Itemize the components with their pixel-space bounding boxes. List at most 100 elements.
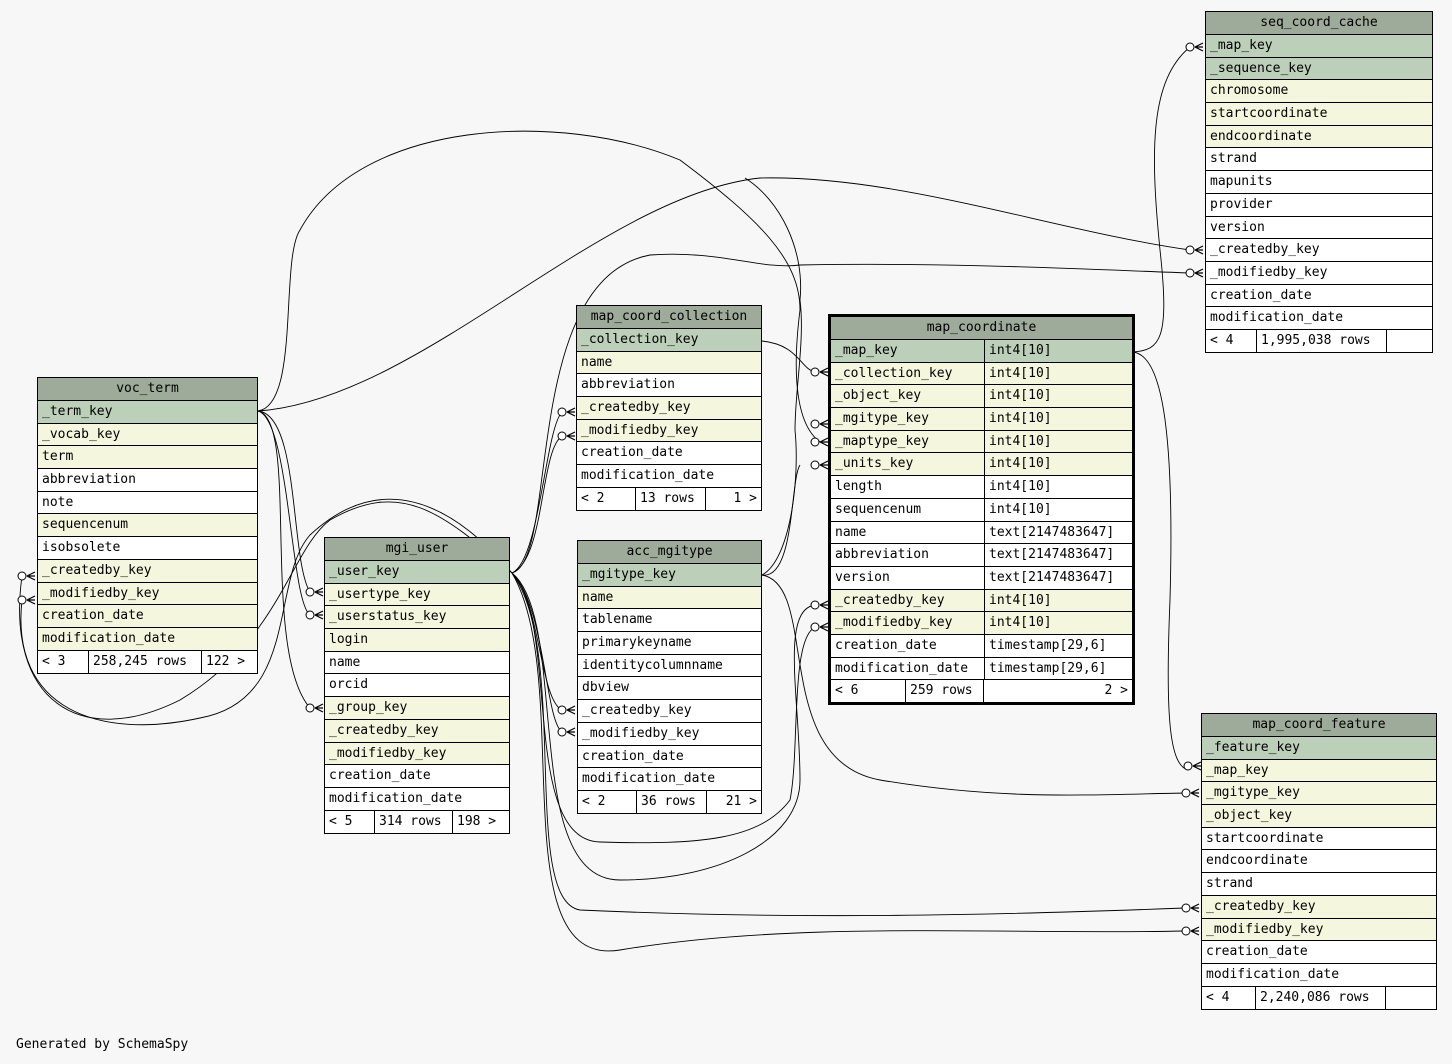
column-row[interactable]: isobsolete <box>38 537 257 560</box>
table-header[interactable]: map_coord_feature <box>1202 714 1436 737</box>
column-row[interactable]: name <box>577 351 761 375</box>
column-row[interactable]: _modifiedby_key <box>38 582 257 606</box>
parent-count[interactable]: < 6 <box>835 683 859 699</box>
column-row[interactable]: identitycolumnname <box>578 654 761 678</box>
table-header[interactable]: seq_coord_cache <box>1206 12 1432 35</box>
column-row[interactable]: _modifiedby_key <box>325 742 509 766</box>
child-count[interactable]: 122 > <box>201 650 257 673</box>
column-row[interactable]: strand <box>1206 148 1432 172</box>
table-header[interactable]: acc_mgitype <box>578 541 761 564</box>
column-row[interactable]: creation_date <box>38 605 257 628</box>
column-row[interactable]: modification_date <box>578 768 761 791</box>
table-map_coord_feature[interactable]: map_coord_feature _feature_key_map_key_m… <box>1201 713 1437 1010</box>
column-row[interactable]: version <box>1206 216 1432 240</box>
parent-count[interactable]: < 4 <box>1210 332 1234 348</box>
column-row[interactable]: login <box>325 629 509 652</box>
column-row[interactable]: modification_date <box>38 627 257 651</box>
column-row[interactable]: tablename <box>578 609 761 633</box>
column-row[interactable]: abbreviation <box>577 374 761 398</box>
column-row[interactable]: orcid <box>325 674 509 698</box>
column-row[interactable]: sequencenum <box>38 514 257 538</box>
column-row[interactable]: provider <box>1206 193 1432 217</box>
column-row[interactable]: primarykeyname <box>578 632 761 655</box>
column-row[interactable]: modification_date <box>1206 307 1432 330</box>
table-mgi_user[interactable]: mgi_user _user_key_usertype_key_userstat… <box>324 537 510 834</box>
column-row[interactable]: endcoordinate <box>1206 125 1432 149</box>
column-row[interactable]: creation_date <box>1206 284 1432 308</box>
column-row[interactable]: dbview <box>578 677 761 701</box>
column-row[interactable]: abbreviation <box>38 469 257 492</box>
column-row[interactable]: _sequence_key <box>1206 57 1432 81</box>
column-row[interactable]: _group_key <box>325 697 509 720</box>
column-row[interactable]: creation_date <box>1202 941 1436 964</box>
column-row[interactable]: _mgitype_key <box>1202 782 1436 806</box>
column-row[interactable]: _createdby_key <box>1202 895 1436 919</box>
column-row[interactable]: _modifiedby_key <box>1202 918 1436 942</box>
column-row[interactable]: startcoordinate <box>1202 827 1436 851</box>
column-row[interactable]: term <box>38 446 257 470</box>
column-row[interactable]: modification_date <box>1202 963 1436 987</box>
column-row[interactable]: _createdby_key <box>578 700 761 723</box>
column-row[interactable]: modification_date <box>577 465 761 488</box>
column-row[interactable]: modification_date <box>325 787 509 811</box>
column-row[interactable]: startcoordinate <box>1206 103 1432 126</box>
table-header[interactable]: map_coord_collection <box>577 306 761 329</box>
child-count[interactable]: 2 > <box>983 680 1132 703</box>
column-row[interactable]: creation_date <box>325 765 509 788</box>
column-row[interactable]: strand <box>1202 873 1436 896</box>
column-row[interactable]: _map_key <box>1202 759 1436 783</box>
parent-count[interactable]: < 4 <box>1206 989 1230 1005</box>
column-row[interactable]: creation_date <box>578 745 761 769</box>
column-row[interactable]: _vocab_key <box>38 423 257 447</box>
parent-count[interactable]: < 3 <box>42 653 66 669</box>
column-row[interactable]: _usertype_key <box>325 583 509 607</box>
column-row[interactable]: _map_key <box>1206 35 1432 58</box>
column-row[interactable]: _createdby_key <box>1206 239 1432 262</box>
column-row[interactable]: chromosome <box>1206 80 1432 104</box>
column-row[interactable]: _collection_key <box>577 329 761 352</box>
column-row[interactable]: mapunits <box>1206 171 1432 194</box>
column-row[interactable]: _createdby_key <box>38 559 257 583</box>
column-row[interactable]: _user_key <box>325 561 509 584</box>
column-row[interactable]: name <box>578 586 761 610</box>
table-header[interactable]: mgi_user <box>325 538 509 561</box>
column-row[interactable]: endcoordinate <box>1202 850 1436 874</box>
column-row[interactable]: _modifiedby_key <box>1206 261 1432 285</box>
column-row[interactable]: _object_key <box>1202 805 1436 828</box>
table-header[interactable]: voc_term <box>38 378 257 401</box>
column-row[interactable]: creation_date <box>577 442 761 466</box>
parent-count[interactable]: < 2 <box>582 793 606 809</box>
column-row[interactable]: _userstatus_key <box>325 606 509 630</box>
parent-count[interactable]: < 2 <box>581 490 605 506</box>
parent-count[interactable]: < 5 <box>329 813 353 829</box>
column-row[interactable]: name <box>325 651 509 675</box>
column-row[interactable]: _modifiedby_key <box>578 722 761 746</box>
column-row[interactable]: _mgitype_key <box>578 564 761 587</box>
column-row[interactable]: note <box>38 491 257 515</box>
column-row[interactable]: _modifiedby_key <box>577 419 761 443</box>
column-row[interactable]: _feature_key <box>1202 737 1436 760</box>
child-count[interactable]: 198 > <box>452 810 509 833</box>
column-row[interactable]: _term_key <box>38 401 257 424</box>
table-header[interactable]: map_coordinate <box>831 317 1132 340</box>
column-row[interactable]: _createdby_key <box>325 719 509 743</box>
column-row[interactable]: _createdby_key <box>577 397 761 420</box>
